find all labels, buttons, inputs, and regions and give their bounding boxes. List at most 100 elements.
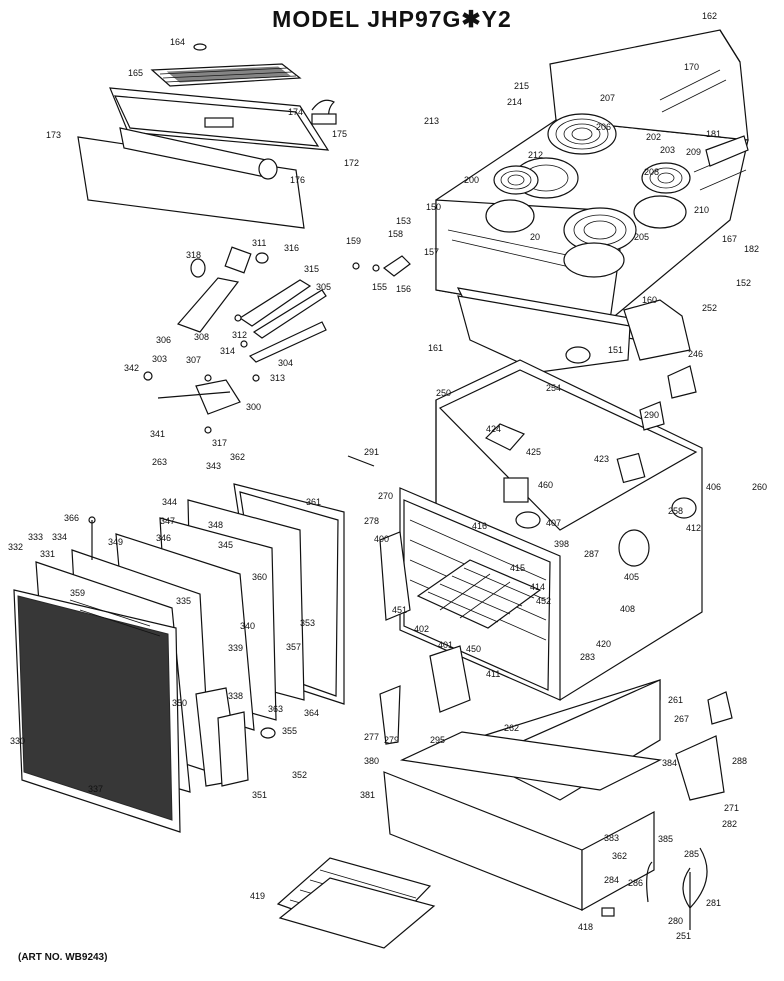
part-label: 278 [364, 516, 379, 526]
part-label: 261 [668, 695, 683, 705]
part-label: 312 [232, 330, 247, 340]
part-label: 341 [150, 429, 165, 439]
part-labels: 162 164 165 170 172 173 174 175 176 215 … [8, 11, 767, 941]
part-label: 380 [364, 756, 379, 766]
part-label: 307 [186, 355, 201, 365]
part-label: 345 [218, 540, 233, 550]
part-label: 418 [578, 922, 593, 932]
part-label: 366 [64, 513, 79, 523]
part-label: 209 [686, 147, 701, 157]
part-label: 415 [510, 563, 525, 573]
part-label: 306 [156, 335, 171, 345]
part-label: 311 [252, 238, 266, 248]
part-label: 360 [252, 572, 267, 582]
part-label: 182 [744, 244, 759, 254]
part-label: 291 [364, 447, 379, 457]
part-label: 250 [436, 388, 451, 398]
part-label: 200 [464, 175, 479, 185]
part-label: 304 [278, 358, 293, 368]
part-label: 279 [384, 735, 399, 745]
part-label: 205 [634, 232, 649, 242]
part-label: 425 [526, 447, 541, 457]
part-label: 460 [538, 480, 553, 490]
part-label: 251 [676, 931, 691, 941]
part-label: 152 [736, 278, 751, 288]
part-label: 338 [228, 691, 243, 701]
part-label: 340 [240, 621, 255, 631]
part-label: 162 [702, 11, 717, 21]
part-label: 412 [686, 523, 701, 533]
part-label: 381 [360, 790, 375, 800]
part-label: 420 [596, 639, 611, 649]
part-label: 284 [604, 875, 619, 885]
part-label: 331 [40, 549, 55, 559]
part-label: 208 [644, 167, 659, 177]
part-label: 364 [304, 708, 319, 718]
part-label: 317 [212, 438, 227, 448]
vent-assembly [77, 43, 337, 229]
part-label: 158 [388, 229, 403, 239]
part-label: 362 [612, 851, 627, 861]
part-label: 262 [504, 723, 519, 733]
part-label: 361 [306, 497, 321, 507]
part-label: 160 [642, 295, 657, 305]
oven-door-assembly [13, 483, 345, 833]
part-label: 346 [156, 533, 171, 543]
part-label: 401 [438, 640, 453, 650]
part-label: 270 [378, 491, 393, 501]
part-label: 267 [674, 714, 689, 724]
part-label: 414 [530, 582, 545, 592]
part-label: 423 [594, 454, 609, 464]
part-label: 271 [724, 803, 739, 813]
part-label: 424 [486, 424, 501, 434]
part-label: 357 [286, 642, 301, 652]
part-label: 416 [472, 521, 487, 531]
part-label: 263 [152, 457, 167, 467]
part-label: 153 [396, 216, 411, 226]
part-label: 363 [268, 704, 283, 714]
part-label: 215 [514, 81, 529, 91]
part-label: 330 [10, 736, 25, 746]
part-label: 355 [282, 726, 297, 736]
part-label: 165 [128, 68, 143, 78]
part-label: 155 [372, 282, 387, 292]
part-label: 295 [430, 735, 445, 745]
part-label: 287 [584, 549, 599, 559]
part-label: 150 [426, 202, 441, 212]
part-label: 300 [246, 402, 261, 412]
part-label: 350 [172, 698, 187, 708]
oven-body [379, 359, 733, 801]
page-title: MODEL JHP97G✱Y2 [272, 6, 512, 32]
part-label: 314 [220, 346, 235, 356]
part-label: 252 [702, 303, 717, 313]
part-label: 450 [466, 644, 481, 654]
part-label: 173 [46, 130, 61, 140]
burner-elements [485, 113, 691, 278]
part-label: 157 [424, 247, 439, 257]
part-label: 246 [688, 349, 703, 359]
part-label: 452 [536, 596, 551, 606]
part-label: 202 [646, 132, 661, 142]
part-label: 156 [396, 284, 411, 294]
control-components [143, 246, 411, 467]
part-label: 347 [160, 516, 175, 526]
part-label: 203 [660, 145, 675, 155]
part-label: 451 [392, 605, 407, 615]
part-label: 385 [658, 834, 673, 844]
part-label: 362 [230, 452, 245, 462]
part-label: 308 [194, 332, 209, 342]
part-label: 383 [604, 833, 619, 843]
part-label: 280 [668, 916, 683, 926]
part-label: 316 [284, 243, 299, 253]
part-label: 334 [52, 532, 67, 542]
part-label: 206 [596, 122, 611, 132]
part-label: 175 [332, 129, 347, 139]
part-label: 359 [70, 588, 85, 598]
cooktop-assembly [435, 29, 749, 373]
part-label: 344 [162, 497, 177, 507]
part-label: 176 [290, 175, 305, 185]
part-label: 339 [228, 643, 243, 653]
part-label: 398 [554, 539, 569, 549]
part-label: 406 [706, 482, 721, 492]
